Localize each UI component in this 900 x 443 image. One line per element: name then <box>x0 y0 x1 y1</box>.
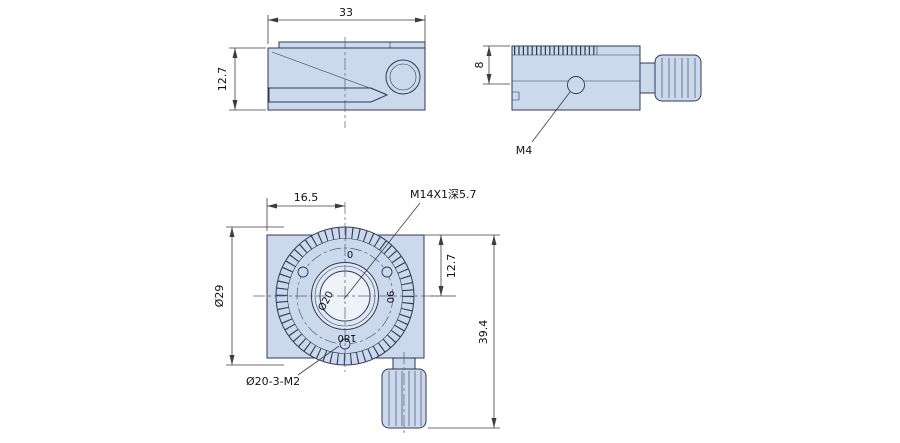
dim-side-width-text: 33 <box>339 6 353 19</box>
dim-center-height-text: 12.7 <box>445 254 458 279</box>
dim-center-offset-text: 16.5 <box>294 191 319 204</box>
thread-leader <box>343 202 421 300</box>
mount-holes-leader <box>297 345 340 376</box>
dim-front-dial-diameter: Ø29 <box>213 226 284 366</box>
dim-front-center-offset: 16.5 <box>266 191 345 231</box>
rear-view: M4 8 <box>473 45 702 157</box>
dial-number-180: 180 <box>337 332 356 343</box>
dim-front-center-height: 12.7 <box>431 235 458 297</box>
mount-holes-label: Ø20-3-M2 <box>246 375 300 388</box>
side-diagonal-edge <box>271 51 387 95</box>
side-top-plate <box>278 41 426 49</box>
dial-number-90: 90 <box>384 291 395 304</box>
dim-side-height-text: 12.7 <box>216 67 229 92</box>
dim-side-width: 33 <box>267 6 426 44</box>
rear-m4-hole <box>567 76 585 94</box>
dim-front-total-height: 39.4 <box>424 234 500 429</box>
front-m2-hole <box>381 266 393 278</box>
side-knob-outer-circle <box>385 59 421 95</box>
dim-rear-height-text: 8 <box>473 62 486 69</box>
front-m2-hole <box>297 266 309 278</box>
side-view: 33 12.7 <box>216 6 426 128</box>
rear-knob-shaft <box>639 62 656 94</box>
rear-m4-leader <box>531 91 571 143</box>
side-pointer-wedge <box>268 87 389 103</box>
dim-side-height: 12.7 <box>216 47 266 111</box>
rear-m4-label: M4 <box>516 144 533 157</box>
front-view: 0 90 180 Ø20 M14X1深5.7 Ø20-3-M2 16.5 Ø29… <box>213 188 500 434</box>
dim-rear-height: 8 <box>473 45 510 85</box>
rear-notch-edge <box>512 91 520 101</box>
dim-dial-diameter-text: Ø29 <box>213 285 226 308</box>
dim-total-height-text: 39.4 <box>477 320 490 345</box>
rear-knob <box>654 54 702 102</box>
dial-number-0: 0 <box>347 250 353 261</box>
thread-label: M14X1深5.7 <box>410 188 477 201</box>
side-knob-inner-circle <box>389 63 417 91</box>
